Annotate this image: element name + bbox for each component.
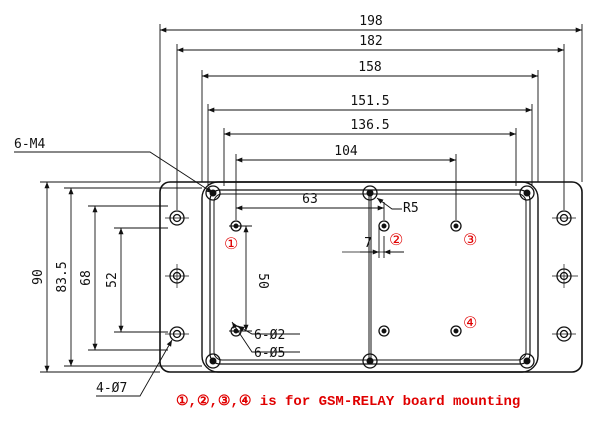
callout-4-d7: 4-Ø7 (96, 381, 127, 396)
dim-83-5: 83.5 (55, 261, 70, 292)
dim-52: 52 (105, 272, 120, 288)
horizontal-dimensions (159, 24, 583, 220)
callout-6-d2: 6-Ø2 (254, 328, 285, 343)
dim-182: 182 (359, 34, 382, 49)
dim-136-5: 136.5 (350, 118, 389, 133)
dim-104: 104 (334, 144, 358, 159)
mounting-note: ①,②,③,④ is for GSM-RELAY board mounting (176, 394, 520, 410)
mount-marker-3: ③ (463, 230, 477, 249)
dim-7: 7 (364, 236, 372, 251)
mount-marker-2: ② (389, 230, 403, 249)
callout-6-d5: 6-Ø5 (254, 346, 285, 361)
mount-marker-4: ④ (463, 313, 477, 332)
vertical-dimensions (40, 181, 252, 373)
dim-151-5: 151.5 (350, 94, 389, 109)
offset-dimension (360, 226, 404, 258)
leader-lines (14, 151, 402, 397)
callout-6-m4: 6-M4 (14, 137, 45, 152)
dim-68: 68 (79, 270, 94, 286)
dim-158: 158 (358, 60, 381, 75)
callout-r5: R5 (403, 201, 419, 216)
lid-screw-bosses (205, 185, 535, 369)
dim-50: 50 (255, 273, 270, 289)
dim-198: 198 (359, 14, 382, 29)
dim-90: 90 (31, 269, 46, 285)
enclosure-outline (159, 181, 583, 373)
dim-63: 63 (302, 192, 318, 207)
mount-marker-1: ① (224, 234, 238, 253)
